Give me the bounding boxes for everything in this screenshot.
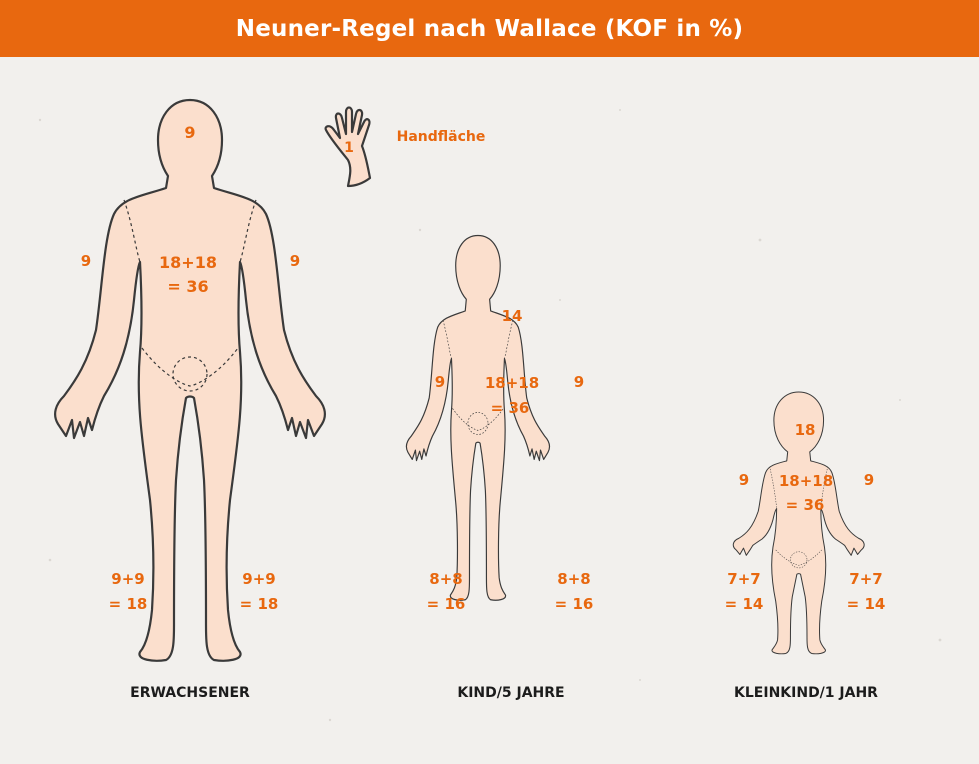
hand-label: Handfläche — [397, 129, 486, 145]
infant-leg-right-value-line2: = 14 — [847, 595, 886, 613]
hand-value: 1 — [344, 140, 354, 156]
child-leg-right-value-line2: = 16 — [555, 595, 594, 613]
infant-trunk-value-line1: 18+18 — [779, 472, 833, 490]
infant-arm-left-value: 9 — [739, 471, 749, 489]
adult-leg-right-value-line2: = 18 — [240, 595, 279, 613]
adult-head-value: 9 — [184, 123, 195, 142]
adult-leg-left-value-line2: = 18 — [109, 595, 148, 613]
infant-head-value: 18 — [795, 421, 816, 439]
title-banner: Neuner-Regel nach Wallace (KOF in %) — [0, 0, 979, 57]
child-trunk-value-line1: 18+18 — [485, 374, 539, 392]
figure-adult: 9 9 9 18+18 = 36 9+9 = 18 9+9 = 18 ERWAC… — [55, 100, 325, 701]
figure-infant: 18 9 9 18+18 = 36 7+7 = 14 7+7 = 14 KLEI… — [725, 392, 886, 701]
adult-arm-right-value: 9 — [290, 252, 300, 270]
adult-leg-left-value-line1: 9+9 — [111, 570, 144, 588]
adult-leg-right-value-line1: 9+9 — [242, 570, 275, 588]
infant-trunk-value-line2: = 36 — [786, 496, 825, 514]
page-title: Neuner-Regel nach Wallace (KOF in %) — [236, 16, 743, 42]
child-leg-right-value-line1: 8+8 — [557, 570, 590, 588]
adult-trunk-value-line2: = 36 — [167, 277, 208, 296]
child-caption: KIND/5 JAHRE — [457, 685, 564, 701]
infant-leg-right-value-line1: 7+7 — [849, 570, 882, 588]
infant-leg-left-value-line1: 7+7 — [727, 570, 760, 588]
child-head-value: 14 — [502, 307, 523, 325]
adult-caption: ERWACHSENER — [130, 685, 250, 701]
hand-palm-figure: 1 Handfläche — [326, 108, 486, 187]
adult-body-outline — [55, 100, 325, 661]
child-leg-left-value-line1: 8+8 — [429, 570, 462, 588]
child-leg-left-value-line2: = 16 — [427, 595, 466, 613]
infant-caption: KLEINKIND/1 JAHR — [734, 685, 878, 701]
child-arm-right-value: 9 — [574, 373, 584, 391]
child-arm-left-value: 9 — [435, 373, 445, 391]
figure-child: 14 9 9 18+18 = 36 8+8 = 16 8+8 = 16 KIND… — [406, 236, 593, 701]
adult-arm-left-value: 9 — [81, 252, 91, 270]
infant-leg-left-value-line2: = 14 — [725, 595, 764, 613]
adult-trunk-value-line1: 18+18 — [159, 253, 217, 272]
infant-arm-right-value: 9 — [864, 471, 874, 489]
child-trunk-value-line2: = 36 — [491, 399, 530, 417]
